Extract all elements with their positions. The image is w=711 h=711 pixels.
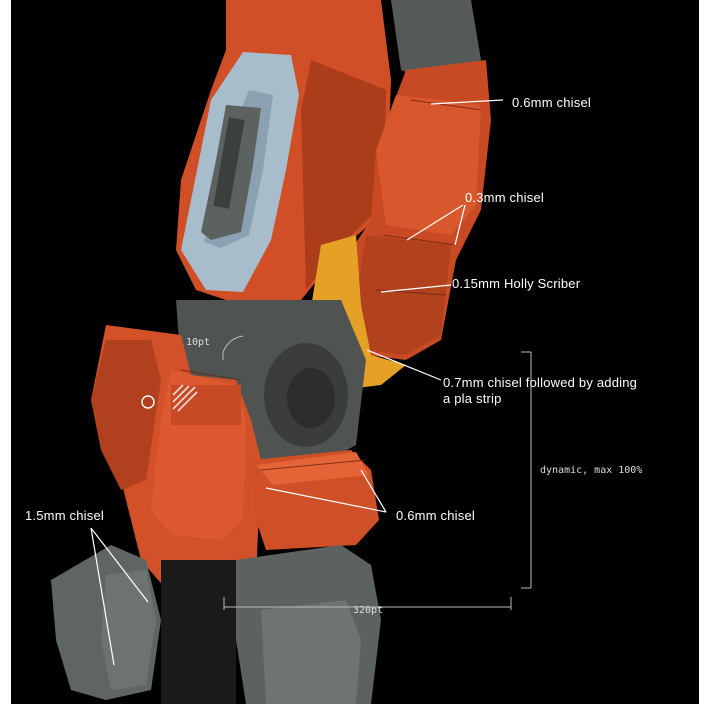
measure-guides (222, 335, 532, 610)
label-holly-scriber: 0.15mm Holly Scriber (452, 276, 581, 291)
shin-armor-top (256, 452, 369, 485)
measure-width-label: 320pt (353, 605, 384, 616)
pointer-03-a (406, 204, 464, 241)
pointer-lines (90, 99, 504, 666)
pointer-07 (366, 349, 442, 381)
pointer-holly (380, 284, 452, 293)
label-03mm-chisel: 0.3mm chisel (465, 190, 544, 205)
pointer-06-bottom-a (265, 487, 387, 513)
mech-leg-photo (11, 0, 699, 704)
right-armor-face (376, 95, 481, 235)
pointer-03-b (454, 204, 466, 246)
lower-leg-right-face (261, 600, 361, 704)
measure-height-label: dynamic, max 100% (540, 465, 643, 476)
label-07mm-chisel-line2: a pla strip (443, 391, 502, 406)
thigh-armor-shade (301, 60, 386, 290)
right-armor-lower (356, 235, 451, 355)
pointer-15-a (90, 527, 149, 603)
vent-slot (213, 117, 245, 209)
angle-arc (222, 335, 244, 353)
label-15mm-chisel: 1.5mm chisel (25, 508, 104, 523)
knee-decal (171, 385, 241, 425)
pointer-06-top (430, 99, 504, 105)
knee-socket-inner (287, 368, 335, 428)
panel-lines (180, 99, 482, 471)
pointer-15-b (90, 527, 115, 666)
pointer-06-bottom-b (360, 469, 387, 513)
label-07mm-chisel-line1: 0.7mm chisel followed by adding (443, 375, 638, 390)
knee-armor-shade (91, 340, 161, 490)
label-06mm-chisel-top: 0.6mm chisel (512, 95, 591, 110)
measure-angle-label: 10pt (186, 337, 211, 348)
lower-leg-left-face (101, 570, 156, 690)
decal-circle (141, 395, 155, 409)
decal-stripes (172, 384, 198, 412)
lower-leg-shadow (161, 560, 236, 704)
label-06mm-chisel-bottom: 0.6mm chisel (396, 508, 475, 523)
